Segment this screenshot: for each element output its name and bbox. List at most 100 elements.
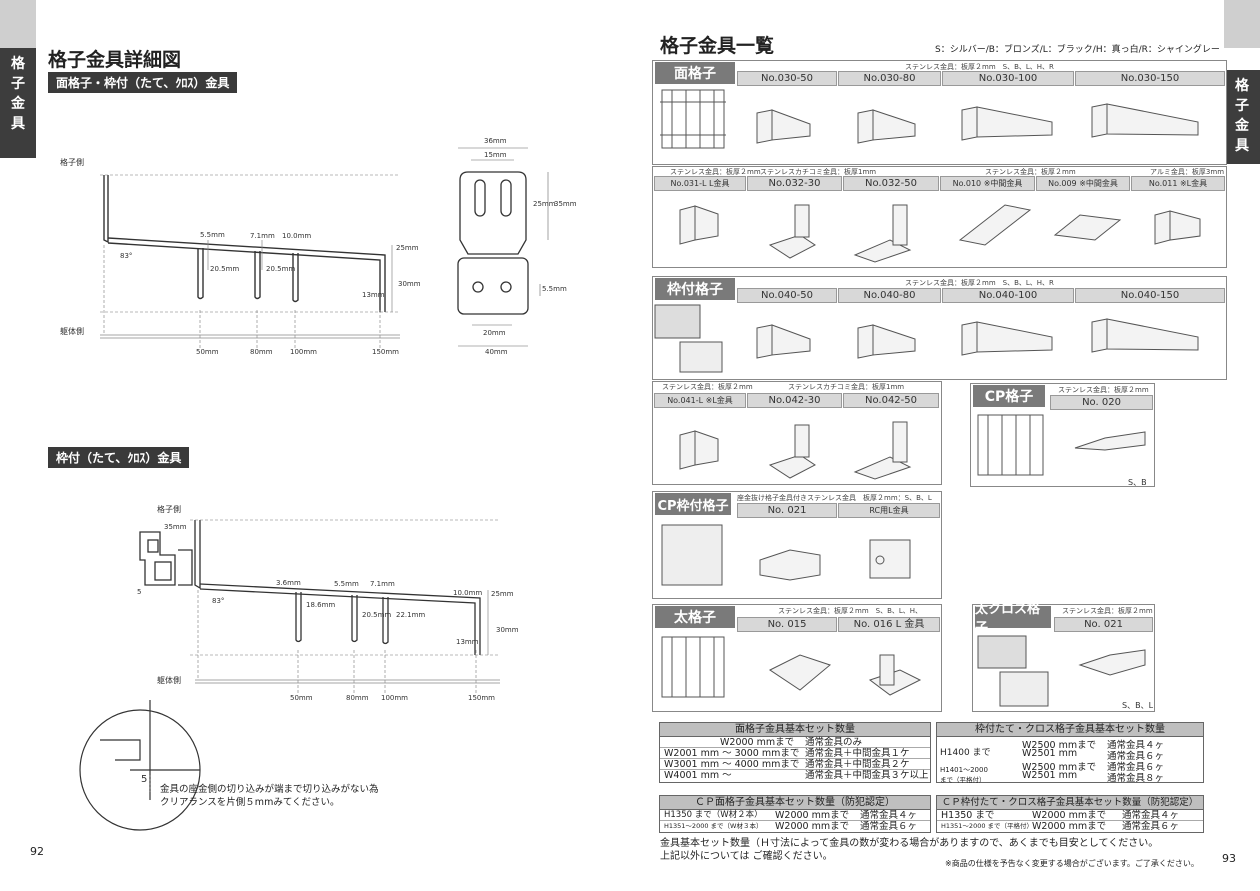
table4-title: ＣＰ枠付たて・クロス格子金具基本セット数量（防犯認定）	[937, 796, 1203, 810]
cp-material: ステンレス金具：板厚２mm	[1058, 386, 1149, 394]
men-r2-col-2: No.032-50	[843, 176, 939, 191]
dim2-top-3: 10.0mm	[453, 589, 483, 597]
cpwaku-col-0: No. 021	[737, 503, 837, 518]
futocross-material: ステンレス金具：板厚２mm	[1062, 607, 1153, 615]
angle-label-2: 83°	[212, 597, 225, 605]
men-r2-mat-0: ステンレス金具：板厚２mm	[670, 168, 761, 176]
len-50: 50mm	[196, 348, 219, 356]
tag-futocross: 太クロス格子	[975, 602, 1051, 636]
men-r2-mat-1: ステンレスカチコミ金具：板厚1mm	[760, 168, 877, 176]
futo-col-0: No. 015	[737, 617, 837, 632]
dim2-mid-2: 22.1mm	[396, 611, 426, 619]
circle-dim: 5	[141, 774, 148, 785]
set-note: 金具基本セット数量（Ｈ寸法によって金具の数が変わる場合がありますので、あくまでも…	[660, 838, 1159, 862]
side-tab-grey	[0, 0, 36, 48]
waku-r2-mat-1: ステンレスカチコミ金具：板厚1mm	[788, 383, 905, 391]
waku-col-3: No.040-150	[1075, 288, 1225, 303]
tag-futo: 太格子	[655, 606, 735, 628]
dim2-13: 13mm	[456, 638, 479, 646]
page-number-left: 92	[30, 845, 44, 858]
grid-side-label-2: 格子側	[157, 505, 181, 514]
dim2-top-2: 7.1mm	[370, 580, 395, 588]
dim-mid-1: 20.5mm	[266, 265, 296, 273]
table2-cell: 通常金具６ヶ	[1107, 762, 1165, 773]
men-col-3: No.030-150	[1075, 71, 1225, 86]
waku-col-1: No.040-80	[838, 288, 941, 303]
men-col-2: No.030-100	[942, 71, 1074, 86]
len-100: 100mm	[290, 348, 317, 356]
fv-h25: 25mm	[533, 200, 556, 208]
waku-col-0: No.040-50	[737, 288, 837, 303]
fv-w40: 40mm	[485, 348, 508, 356]
futocross-colors: S、B、L	[1122, 701, 1154, 710]
men-r2-col-3: No.010 ※中間金具	[940, 176, 1035, 191]
waku-col-2: No.040-100	[942, 288, 1074, 303]
futo-col-1: No. 016 L 金具	[838, 617, 940, 632]
side-tab-left: 格子金具	[0, 48, 36, 158]
table2-h2: H1401～2000	[940, 766, 988, 774]
cpwaku-material: 座金抜け格子金具付きステンレス金具 板厚２mm：S、B、L	[737, 494, 932, 502]
page-number-right: 93	[1222, 852, 1236, 865]
dim2-top-1: 5.5mm	[334, 580, 359, 588]
men-r2-mat-2: ステンレス金具：板厚２mm	[985, 168, 1076, 176]
table2-h2b: まで（平格付）	[940, 776, 986, 784]
tag-men: 面格子	[655, 62, 735, 84]
table2-cell: 通常金具８ヶ	[1107, 773, 1165, 784]
tag-waku: 枠付格子	[655, 278, 735, 300]
fv-w36: 36mm	[484, 137, 507, 145]
cp-col: No. 020	[1050, 395, 1153, 410]
table1-title: 面格子金具基本セット数量	[660, 723, 930, 737]
page-title-left: 格子金具詳細図	[48, 49, 182, 71]
waku-r2-col-1: No.042-30	[747, 393, 842, 408]
futocross-col: No. 021	[1054, 617, 1153, 632]
body-side-label-2: 躯体側	[157, 676, 181, 685]
table4-row: H1351～2000 まで（平格付）W2000 mmまで通常金具６ヶ	[941, 821, 1180, 832]
circle-note: 金具の座金側の切り込みが端まで切り込みがない為 クリアランスを片側５mmみてくだ…	[160, 784, 379, 808]
dim-30: 30mm	[398, 280, 421, 288]
tag-cpwaku: CP枠付格子	[655, 493, 731, 515]
waku-r2-mat-0: ステンレス金具：板厚２mm	[662, 383, 753, 391]
dim2-mid-0: 18.6mm	[306, 601, 336, 609]
grid-side-label: 格子側	[60, 158, 84, 167]
page-title-right: 格子金具一覧	[660, 35, 775, 57]
cpwaku-col-1: RC用L金具	[838, 503, 940, 518]
men-r2-mat-3: アルミ金具：板厚3mm	[1150, 168, 1225, 176]
fv-h55: 5.5mm	[542, 285, 567, 293]
dim-5: 5	[137, 588, 142, 596]
dim2-25: 25mm	[491, 590, 514, 598]
disclaimer: ※商品の仕様を予告なく変更する場合がございます。ご了承ください。	[945, 859, 1199, 868]
dim-top-2: 10.0mm	[282, 232, 312, 240]
len2-150: 150mm	[468, 694, 495, 702]
table2-cell: W2501 mm	[1022, 770, 1078, 781]
men-r2-col-1: No.032-30	[747, 176, 842, 191]
table2-cell: 通常金具６ヶ	[1107, 751, 1165, 762]
men-material: ステンレス金具：板厚２mm S、B、L、H、R	[905, 63, 1054, 71]
table1-row: W4001 mm ～通常金具＋中間金具３ケ以上	[664, 770, 929, 781]
table3-title: ＣＰ面格子金具基本セット数量（防犯認定）	[660, 796, 930, 810]
futo-material: ステンレス金具：板厚２mm S、B、L、H、	[778, 607, 923, 615]
table2-cell: W2501 mm	[1022, 748, 1078, 759]
table1-row: W2001 mm ～ 3000 mmまで通常金具＋中間金具１ケ	[660, 748, 930, 759]
table1-row: W3001 mm ～ 4000 mmまで通常金具＋中間金具２ケ	[660, 759, 930, 770]
len2-100: 100mm	[381, 694, 408, 702]
table2-cell: 通常金具４ヶ	[1107, 740, 1165, 751]
len2-50: 50mm	[290, 694, 313, 702]
len-150: 150mm	[372, 348, 399, 356]
table-waku-set: 枠付たて・クロス格子金具基本セット数量 H1400 まで H1401～2000 …	[936, 722, 1204, 784]
body-side-label: 躯体側	[60, 327, 84, 336]
table2-cell: W2500 mmまで	[1022, 740, 1097, 751]
table3-row: H1350 まで（W材２本）W2000 mmまで通常金具４ヶ	[660, 810, 930, 821]
waku-material: ステンレス金具：板厚２mm S、B、L、H、R	[905, 279, 1054, 287]
color-key: S：シルバー/B：ブロンズ/L：ブラック/H：真っ白/R：シャイングレー	[935, 45, 1220, 55]
table-men-set: 面格子金具基本セット数量 W2000 mmまで通常金具のみ W2001 mm ～…	[659, 722, 931, 783]
men-col-1: No.030-80	[838, 71, 941, 86]
waku-r2-col-2: No.042-50	[843, 393, 939, 408]
table2-cell: W2500 mmまで	[1022, 762, 1097, 773]
fv-w20: 20mm	[483, 329, 506, 337]
side-tab-right: 格子金具	[1224, 70, 1260, 164]
dim2-top-0: 3.6mm	[276, 579, 301, 587]
men-col-0: No.030-50	[737, 71, 837, 86]
